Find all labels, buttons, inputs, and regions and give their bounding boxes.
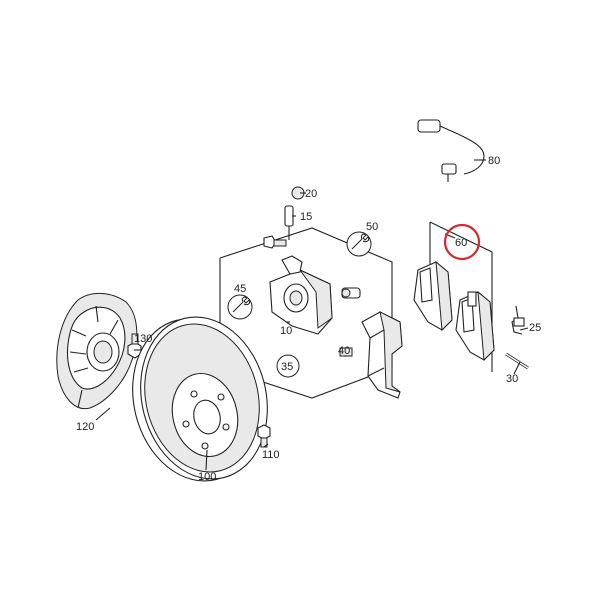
caliper-carrier <box>361 311 403 399</box>
label-60: 60 <box>455 237 467 249</box>
label-25: 25 <box>529 322 541 334</box>
brake-shield <box>56 293 138 410</box>
wear-sensor <box>417 119 485 182</box>
label-15: 15 <box>300 211 312 223</box>
label-40: 40 <box>338 345 350 357</box>
label-130: 130 <box>134 333 152 345</box>
highlight-circle-60 <box>443 223 481 261</box>
label-30: 30 <box>506 373 518 385</box>
spring-clip <box>511 305 525 335</box>
label-35: 35 <box>281 361 293 373</box>
label-110: 110 <box>262 449 280 461</box>
leader-lines <box>95 159 529 471</box>
label-20: 20 <box>305 188 317 200</box>
wrench-icon <box>227 294 253 320</box>
label-100: 100 <box>198 471 216 483</box>
wrench-icon <box>346 231 372 257</box>
brake-disc <box>132 316 268 482</box>
label-120: 120 <box>76 421 94 433</box>
brake-pad-outer <box>455 290 495 362</box>
callout-35 <box>276 354 300 378</box>
guide-pin-30 <box>505 352 529 370</box>
guide-pin <box>339 287 361 357</box>
label-45: 45 <box>234 283 246 295</box>
bolt-110 <box>257 424 271 448</box>
label-80: 80 <box>488 155 500 167</box>
label-50: 50 <box>366 221 378 233</box>
label-10: 10 <box>280 325 292 337</box>
brake-caliper <box>263 235 333 335</box>
brake-pad-inner <box>413 260 453 332</box>
